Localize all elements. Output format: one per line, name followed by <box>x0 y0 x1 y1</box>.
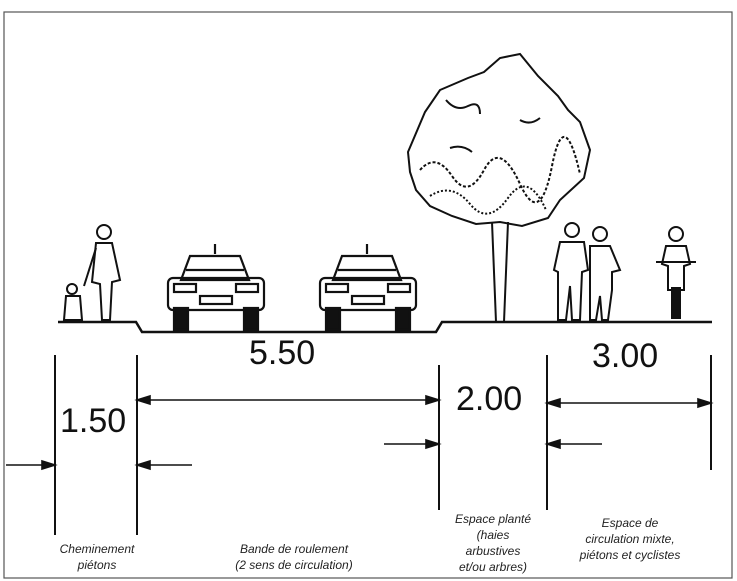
caption-roadway: Bande de roulement (2 sens de circulatio… <box>235 542 352 572</box>
dimension-arrows <box>6 394 714 471</box>
caption-line: (2 sens de circulation) <box>235 558 352 572</box>
caption-line: Bande de roulement <box>240 542 349 556</box>
caption-line: Espace de <box>602 516 659 530</box>
diagram-frame <box>3 11 733 579</box>
caption-planted: Espace planté (haies arbustives et/ou ar… <box>455 512 531 574</box>
dimension-mixed: 3.00 <box>592 337 658 375</box>
caption-line: et/ou arbres) <box>459 560 527 574</box>
caption-line: circulation mixte, <box>585 532 674 546</box>
caption-line: Cheminement <box>60 542 135 556</box>
dimension-lines <box>54 355 712 535</box>
caption-sidewalk: Cheminement piétons <box>60 542 135 572</box>
pedestrian-figures <box>62 224 122 321</box>
tree-icon <box>406 52 592 323</box>
cyclist-icon <box>656 226 696 319</box>
caption-line: arbustives <box>466 544 521 558</box>
dimension-sidewalk: 1.50 <box>60 402 126 440</box>
caption-line: Espace planté <box>455 512 531 526</box>
caption-mixed: Espace de circulation mixte, piétons et … <box>579 516 681 562</box>
car-icon <box>166 244 266 332</box>
car-icon <box>318 244 418 332</box>
dimension-planted: 2.00 <box>456 380 522 418</box>
ground-profile <box>58 320 712 334</box>
pedestrian-figures <box>552 222 622 321</box>
dimension-roadway: 5.50 <box>249 334 315 372</box>
caption-line: piétons <box>77 558 117 572</box>
caption-line: piétons et cyclistes <box>579 548 681 562</box>
caption-line: (haies <box>477 528 510 542</box>
